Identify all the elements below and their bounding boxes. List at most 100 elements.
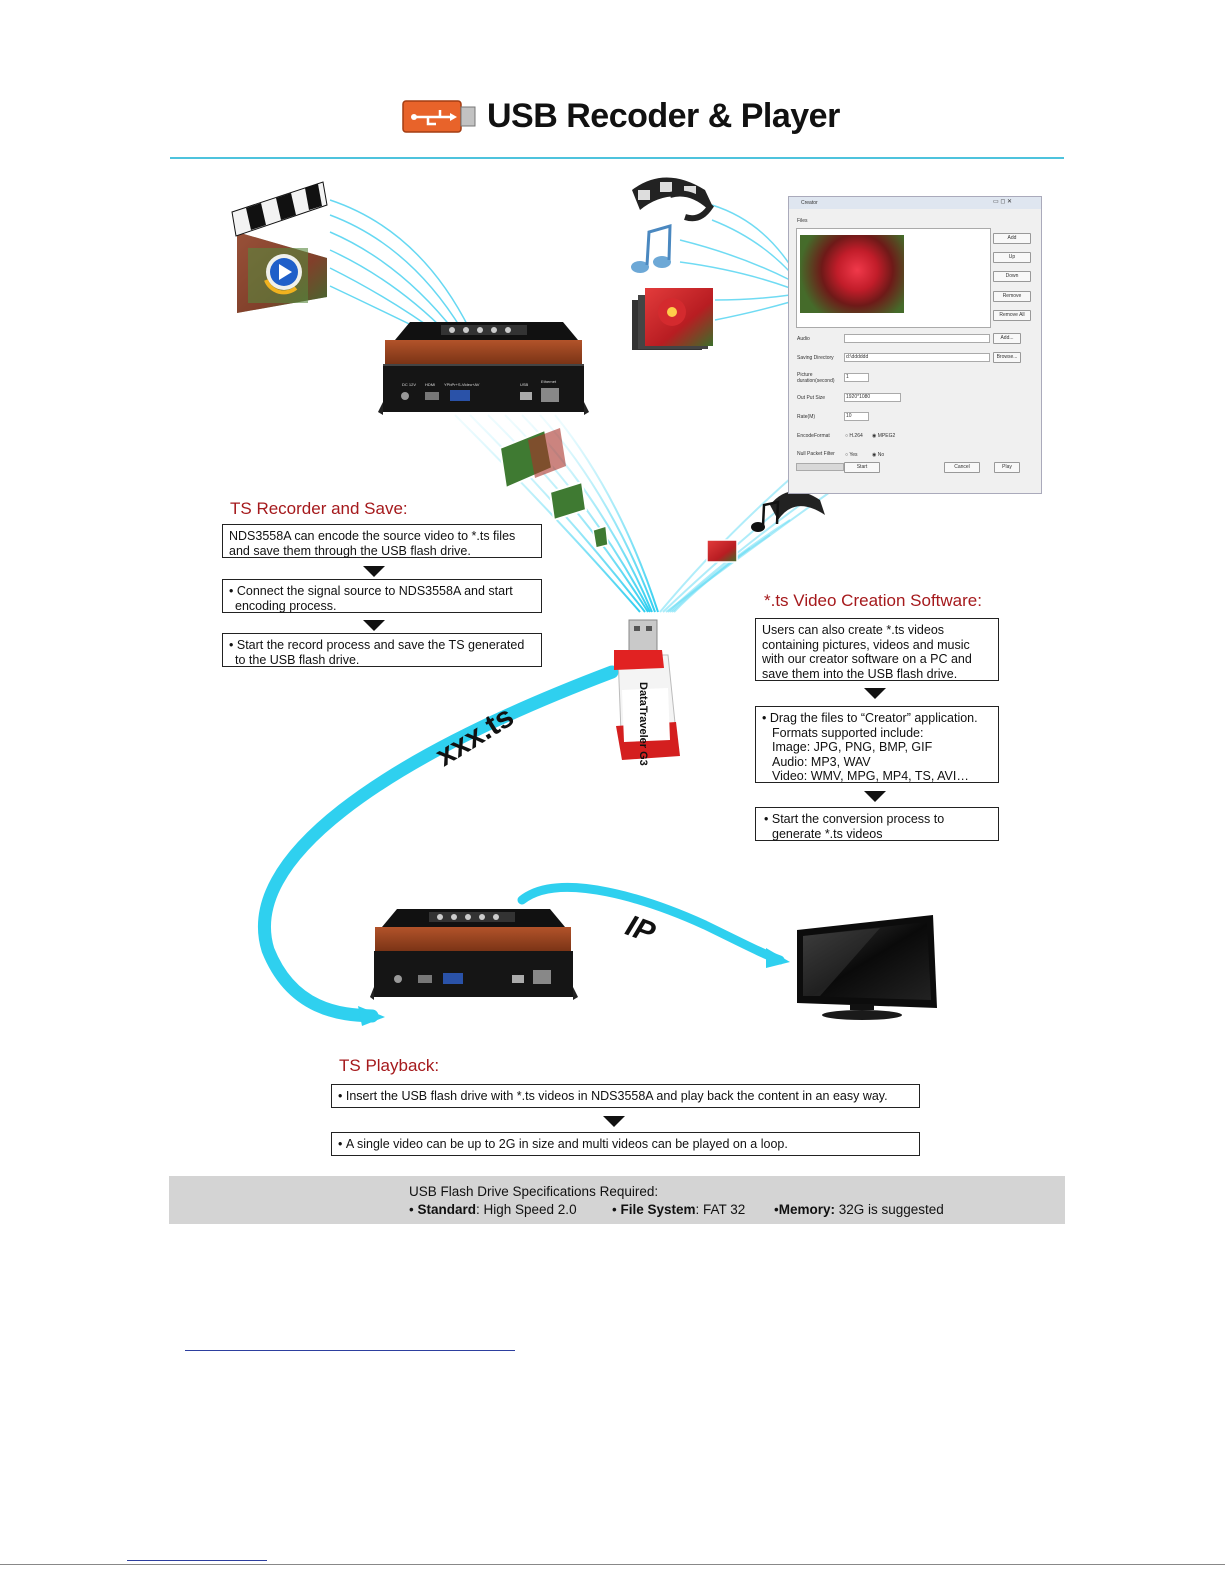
- bullet-dot: •: [762, 711, 770, 725]
- creation-arrow-1: [864, 688, 886, 699]
- footer-link-underline[interactable]: [127, 1560, 267, 1561]
- usb-drive-icon: DataTraveler G3: [614, 619, 680, 766]
- files-label: Files: [797, 218, 808, 224]
- recorder-step-3: Start the record process and save the TS…: [222, 633, 542, 667]
- recorder-step-2: Connect the signal source to NDS3558A an…: [222, 579, 542, 613]
- picture-duration-label: Picture duration(second): [797, 372, 835, 384]
- rate-label: Rate(M): [797, 414, 816, 420]
- stream-beams-right: [679, 204, 791, 321]
- add-button[interactable]: Add: [993, 233, 1031, 244]
- null-no-radio[interactable]: ◉ No: [872, 452, 885, 458]
- cancel-button[interactable]: Cancel: [944, 462, 980, 473]
- spec-value-file-system: : FAT 32: [695, 1202, 746, 1217]
- specs-heading: USB Flash Drive Specifications Required:: [409, 1184, 659, 1199]
- spec-item-file-system: • File System: FAT 32: [612, 1202, 746, 1217]
- null-yes-radio[interactable]: ○ Yes: [845, 452, 858, 458]
- creation-step-3: Start the conversion process to generate…: [755, 807, 999, 841]
- svg-text:Ethernet: Ethernet: [541, 379, 557, 384]
- xxx-ts-arc: [257, 665, 619, 1023]
- recorded-frames: [498, 428, 609, 549]
- audio-label: Audio: [797, 336, 810, 342]
- playback-section-title: TS Playback:: [339, 1056, 440, 1075]
- footer-divider: [0, 1564, 1225, 1565]
- playback-step-1: Insert the USB flash drive with *.ts vid…: [331, 1084, 920, 1108]
- usb-drive-label: DataTraveler G3: [637, 682, 649, 766]
- music-note-icon: [631, 223, 672, 273]
- creator-titlebar: Creator ▭ ◻ ✕: [789, 197, 1041, 209]
- recorder-arrow-2: [363, 620, 385, 631]
- tv-icon: [797, 915, 937, 1020]
- svg-text:DC 12V: DC 12V: [402, 382, 416, 387]
- creation-step-2-line-2: Formats supported include:: [772, 725, 924, 740]
- usb-logo-icon: [402, 100, 476, 133]
- creator-title: Creator: [801, 200, 818, 206]
- spec-key-file-system: File System: [620, 1202, 696, 1217]
- play-button[interactable]: Play: [994, 462, 1020, 473]
- recorder-arrow-1: [363, 566, 385, 577]
- creator-window: Creator ▭ ◻ ✕ Files Add Up Down Remove R…: [788, 196, 1042, 494]
- xxx-ts-arrowhead: [358, 1006, 385, 1026]
- film-strip-icon: [632, 177, 714, 222]
- creation-step-2-text-1: Drag the files to “Creator” application.: [769, 711, 978, 725]
- output-size-select[interactable]: 1920*1080: [844, 393, 901, 402]
- start-button[interactable]: Start: [844, 462, 880, 473]
- files-list[interactable]: [796, 228, 991, 328]
- spec-value-memory: 32G is suggested: [835, 1202, 944, 1217]
- flower-preview-image: [800, 235, 904, 313]
- browse-button[interactable]: Browse...: [993, 352, 1021, 363]
- recorder-step-1: NDS3558A can encode the source video to …: [222, 524, 542, 558]
- encode-mpeg2-radio[interactable]: ◉ MPEG2: [872, 433, 896, 439]
- creation-step-2-line-3: Image: JPG, PNG, BMP, GIF: [772, 740, 933, 754]
- null-no-label: No: [877, 452, 885, 458]
- encode-mpeg2-label: MPEG2: [877, 433, 896, 439]
- spec-item-standard: • Standard: High Speed 2.0: [409, 1202, 577, 1217]
- svg-text:HDMI: HDMI: [425, 382, 435, 387]
- creation-step-2-line-4: Audio: MP3, WAV: [772, 754, 871, 769]
- svg-text:USB: USB: [520, 382, 529, 387]
- audio-field[interactable]: [844, 334, 990, 343]
- creation-step-1: Users can also create *.ts videos contai…: [755, 618, 999, 681]
- spec-key-memory: Memory:: [778, 1202, 835, 1217]
- ip-arc: [517, 883, 785, 965]
- playback-arrow: [603, 1116, 625, 1127]
- creation-step-2: • Drag the files to “Creator” applicatio…: [755, 706, 999, 783]
- down-button[interactable]: Down: [993, 271, 1031, 282]
- encode-h264-label: H.264: [849, 433, 863, 439]
- progress-bar: [796, 463, 844, 471]
- clapperboard-icon: [231, 181, 328, 313]
- media-falling: [706, 491, 825, 563]
- audio-add-button[interactable]: Add...: [993, 333, 1021, 344]
- svg-text:YPbPr+S-Video+AV: YPbPr+S-Video+AV: [444, 382, 480, 387]
- encoder-device-lower-icon: [370, 909, 578, 1000]
- encoder-device-icon: DC 12V HDMI YPbPr+S-Video+AV USB Etherne…: [378, 322, 589, 415]
- remove-button[interactable]: Remove: [993, 291, 1031, 302]
- null-packet-label: Null Packet Filter: [797, 451, 835, 457]
- output-size-label: Out Put Size: [797, 395, 826, 401]
- encode-h264-radio[interactable]: ○ H.264: [845, 433, 863, 439]
- creation-step-2-line-1: • Drag the files to “Creator” applicatio…: [762, 711, 992, 726]
- creation-step-2-line-5: Video: WMV, MPG, MP4, TS, AVI…: [772, 769, 969, 783]
- encode-format-label: EncodeFormat: [797, 433, 830, 439]
- photo-stack-icon: [632, 288, 713, 350]
- creation-section-title: *.ts Video Creation Software:: [764, 591, 982, 610]
- picture-duration-field[interactable]: 1: [844, 373, 869, 382]
- rate-field[interactable]: 10: [844, 412, 869, 421]
- saving-directory-field[interactable]: d:\dddddd: [844, 353, 990, 362]
- remove-all-button[interactable]: Remove All: [993, 310, 1031, 321]
- specs-bar: [169, 1176, 1065, 1224]
- spec-value-standard: : High Speed 2.0: [476, 1202, 577, 1217]
- playback-step-2: A single video can be up to 2G in size a…: [331, 1132, 920, 1156]
- link-underline[interactable]: [185, 1350, 515, 1351]
- spec-key-standard: Standard: [417, 1202, 476, 1217]
- recorder-section-title: TS Recorder and Save:: [230, 499, 408, 518]
- up-button[interactable]: Up: [993, 252, 1031, 263]
- page-title: USB Recoder & Player: [487, 97, 840, 135]
- creation-arrow-2: [864, 791, 886, 802]
- stream-beams-left: [329, 199, 471, 339]
- title-divider: [170, 157, 1064, 159]
- saving-directory-label: Saving Directory: [797, 355, 834, 361]
- window-controls-icon[interactable]: ▭ ◻ ✕: [993, 199, 1013, 205]
- null-yes-label: Yes: [849, 452, 858, 458]
- spec-item-memory: •Memory: 32G is suggested: [774, 1202, 944, 1217]
